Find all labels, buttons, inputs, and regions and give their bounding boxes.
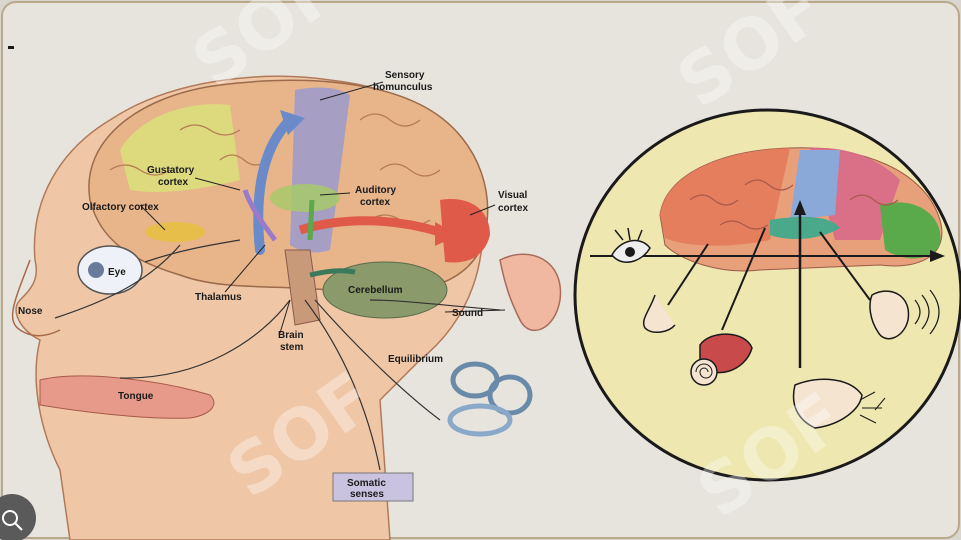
label-nose: Nose — [18, 306, 43, 317]
smell-arrow — [667, 243, 709, 306]
gustatory-region — [120, 104, 240, 192]
label-thalamus: Thalamus — [195, 292, 242, 303]
eye-icon — [611, 227, 651, 263]
auditory-arrow — [307, 199, 315, 241]
left-pathway-arrows — [242, 110, 458, 278]
mini-brain-temporal — [770, 216, 840, 240]
label-olfactory: Olfactory cortex — [82, 202, 159, 213]
visual-path-arrowhead — [930, 250, 945, 262]
label-brain-1: Brain — [278, 330, 304, 341]
visual-arrow — [298, 216, 442, 237]
somatic-arrowhead — [280, 110, 305, 135]
mini-brain-sensory — [790, 150, 840, 220]
label-visual-2: cortex — [498, 203, 528, 214]
label-gustatory-2: cortex — [158, 177, 188, 188]
inner-ear-illustration — [447, 361, 533, 437]
equilibrium-arrow — [309, 268, 356, 278]
label-equilibrium: Equilibrium — [388, 354, 443, 365]
mouth-icon — [690, 333, 753, 386]
label-sensory-1: Sensory — [385, 70, 425, 81]
ear-icon — [869, 289, 940, 340]
ear-illustration — [499, 253, 562, 332]
label-somatic-2: senses — [350, 489, 384, 500]
mini-brain-occipital — [880, 202, 941, 259]
gyri-detail — [109, 113, 441, 226]
corner-mark — [8, 46, 14, 49]
somatic-arrow — [253, 115, 295, 255]
brain-illustration — [88, 79, 490, 326]
mini-brain-frontal — [660, 148, 790, 246]
label-sensory-2: homunculus — [373, 82, 433, 93]
label-brain-2: stem — [280, 342, 303, 353]
olfactory-region — [145, 222, 205, 242]
leader-lines — [139, 81, 506, 334]
label-visual-1: Visual — [498, 190, 527, 201]
hearing-arrow — [819, 231, 871, 301]
gustatory-arrow — [242, 189, 278, 242]
tongue-shape — [39, 375, 215, 419]
auditory-region — [270, 184, 340, 212]
label-somatic-1: Somatic — [347, 478, 386, 489]
taste-arrow — [721, 227, 766, 331]
somatic-senses-box — [332, 472, 414, 502]
hand-icon — [792, 378, 886, 429]
circle-diagram — [573, 108, 961, 482]
visual-cortex-region — [440, 199, 490, 263]
label-cerebellum: Cerebellum — [348, 285, 403, 296]
label-gustatory-1: Gustatory — [147, 165, 195, 176]
label-auditory-2: cortex — [360, 197, 390, 208]
label-tongue: Tongue — [118, 391, 154, 402]
nerve-lines — [54, 239, 501, 471]
label-sound: Sound — [452, 308, 483, 319]
nose-outline — [11, 259, 61, 337]
label-auditory-1: Auditory — [355, 185, 397, 196]
nose-icon — [643, 294, 676, 333]
brain-stem-region — [284, 249, 321, 326]
lens-icon[interactable] — [0, 494, 36, 540]
cerebellum-region — [322, 261, 448, 319]
eye-illustration — [77, 245, 143, 295]
mini-brain-gyri — [689, 179, 899, 230]
visual-arrowhead — [435, 222, 458, 246]
touch-arrowhead — [794, 200, 806, 215]
label-eye: Eye — [108, 267, 126, 278]
